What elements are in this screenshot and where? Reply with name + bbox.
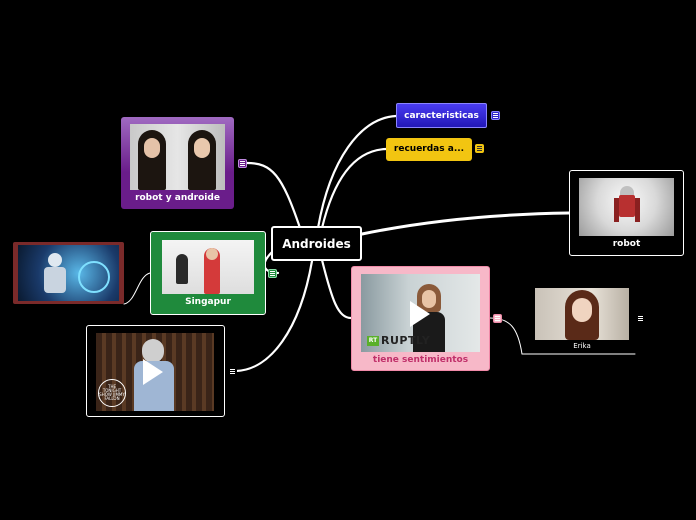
tonight-show-thumbnail: THE TONIGHT SHOW JIMMY FALLON (96, 333, 214, 411)
note-icon[interactable] (238, 159, 247, 168)
erika-image (535, 288, 629, 340)
central-topic[interactable]: Androides (271, 226, 362, 261)
ruptly-watermark: RUPTLY (381, 334, 431, 347)
topic-singapur-label: Singapur (185, 297, 231, 307)
topic-robot[interactable]: robot (569, 170, 684, 256)
topic-caracteristicas[interactable]: caracteristicas (396, 103, 487, 128)
topic-caracteristicas-label: caracteristicas (404, 111, 479, 121)
topic-robot-y-androide[interactable]: robot y androide (121, 117, 234, 209)
play-icon[interactable] (143, 359, 163, 385)
topic-singapur[interactable]: Singapur (150, 231, 266, 315)
link-sentimientos (320, 258, 353, 320)
note-icon[interactable] (636, 314, 645, 323)
topic-tiene-sentimientos[interactable]: RT RUPTLY tiene sentimientos (351, 266, 490, 371)
note-icon[interactable] (475, 144, 484, 153)
rt-badge: RT (367, 336, 379, 346)
link-caracteristicas (316, 114, 398, 230)
note-icon[interactable] (228, 367, 237, 376)
link-recuerdas (320, 147, 388, 230)
link-robot-image (123, 272, 151, 305)
robot-r2d2-image (579, 178, 674, 236)
note-icon[interactable] (268, 269, 277, 278)
link-tonight-show (234, 259, 314, 373)
topic-robot-y-androide-label: robot y androide (135, 193, 220, 203)
topic-robot-label: robot (612, 239, 641, 249)
twins-image (130, 124, 225, 190)
central-topic-label: Androides (282, 237, 351, 251)
topic-recuerdas[interactable]: recuerdas a... (386, 138, 472, 161)
play-icon[interactable] (410, 301, 430, 327)
topic-tiene-sentimientos-label: tiene sentimientos (372, 355, 469, 365)
link-robot (360, 211, 571, 236)
sentimientos-video-thumbnail: RT RUPTLY (361, 274, 480, 352)
topic-recuerdas-label: recuerdas a... (393, 144, 465, 154)
robot-cyber-image[interactable] (13, 242, 124, 304)
topic-erika-label: Erika (573, 342, 591, 350)
link-robot-y-androide (245, 161, 302, 230)
singapur-image (162, 240, 254, 294)
topic-tonight-show-video[interactable]: THE TONIGHT SHOW JIMMY FALLON (86, 325, 225, 417)
note-icon[interactable] (493, 314, 502, 323)
note-icon[interactable] (491, 111, 500, 120)
cyber-robot-image (18, 245, 119, 301)
topic-erika[interactable]: Erika (535, 287, 629, 353)
tonight-show-logo: THE TONIGHT SHOW JIMMY FALLON (98, 379, 126, 407)
